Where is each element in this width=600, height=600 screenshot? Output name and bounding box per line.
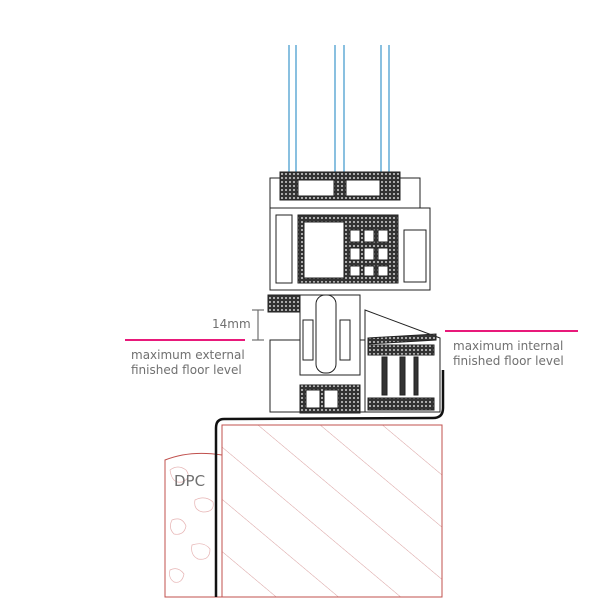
threshold-frame-profile xyxy=(267,294,441,414)
external-level-label-line2: finished floor level xyxy=(131,363,242,377)
internal-level-label-line1: maximum internal xyxy=(453,339,564,353)
masonry-wall xyxy=(221,424,443,598)
rubble-stone xyxy=(164,452,223,598)
dpc-label: DPC xyxy=(174,472,206,490)
window-sash-profile xyxy=(269,171,431,291)
dpc-membrane xyxy=(214,370,445,597)
stone-texture xyxy=(169,466,214,583)
dimension-marker xyxy=(252,309,264,341)
internal-level-label-line2: finished floor level xyxy=(453,354,564,368)
dimension-label: 14mm xyxy=(212,317,251,331)
external-level-label-line1: maximum external xyxy=(131,348,245,362)
